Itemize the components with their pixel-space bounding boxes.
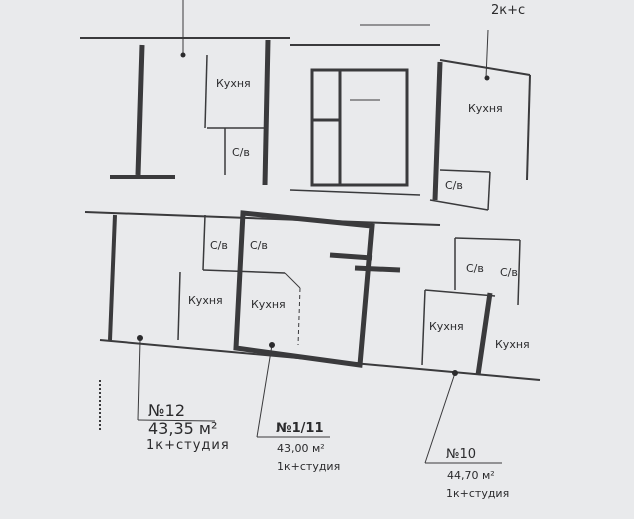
kitchen-label: Кухня (216, 77, 251, 90)
kitchen-label: Кухня (251, 298, 286, 311)
apartment-number: №10 (446, 447, 477, 462)
bathroom-label: С/в (210, 239, 228, 252)
apartment-number: №12 (148, 401, 185, 420)
apartment-type: 1к+студия (277, 460, 341, 473)
apartment-area: 44,70 м² (447, 469, 495, 482)
bathroom-label: С/в (445, 179, 463, 192)
apartment-area: 43,35 м² (148, 419, 218, 438)
kitchen-label: Кухня (495, 338, 530, 351)
kitchen-label: Кухня (468, 102, 503, 115)
bathroom-label: С/в (232, 146, 250, 159)
bathroom-label: С/в (250, 239, 268, 252)
kitchen-label: Кухня (188, 294, 223, 307)
bathroom-label: С/в (466, 262, 484, 275)
bathroom-label: С/в (500, 266, 518, 279)
apartment-area: 43,00 м² (277, 442, 325, 455)
apartment-type: 1к+студия (446, 487, 510, 500)
kitchen-label: Кухня (429, 320, 464, 333)
top-apartment-label: 2к+с (491, 3, 526, 18)
apartment-number: №1/11 (276, 421, 324, 436)
apartment-type: 1к+студия (146, 438, 230, 453)
